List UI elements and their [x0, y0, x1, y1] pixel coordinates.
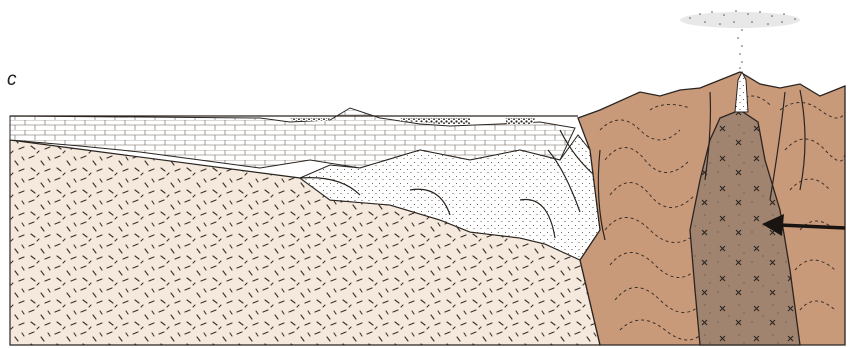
volcano-icon — [680, 10, 800, 69]
panel-label: c — [7, 70, 17, 89]
